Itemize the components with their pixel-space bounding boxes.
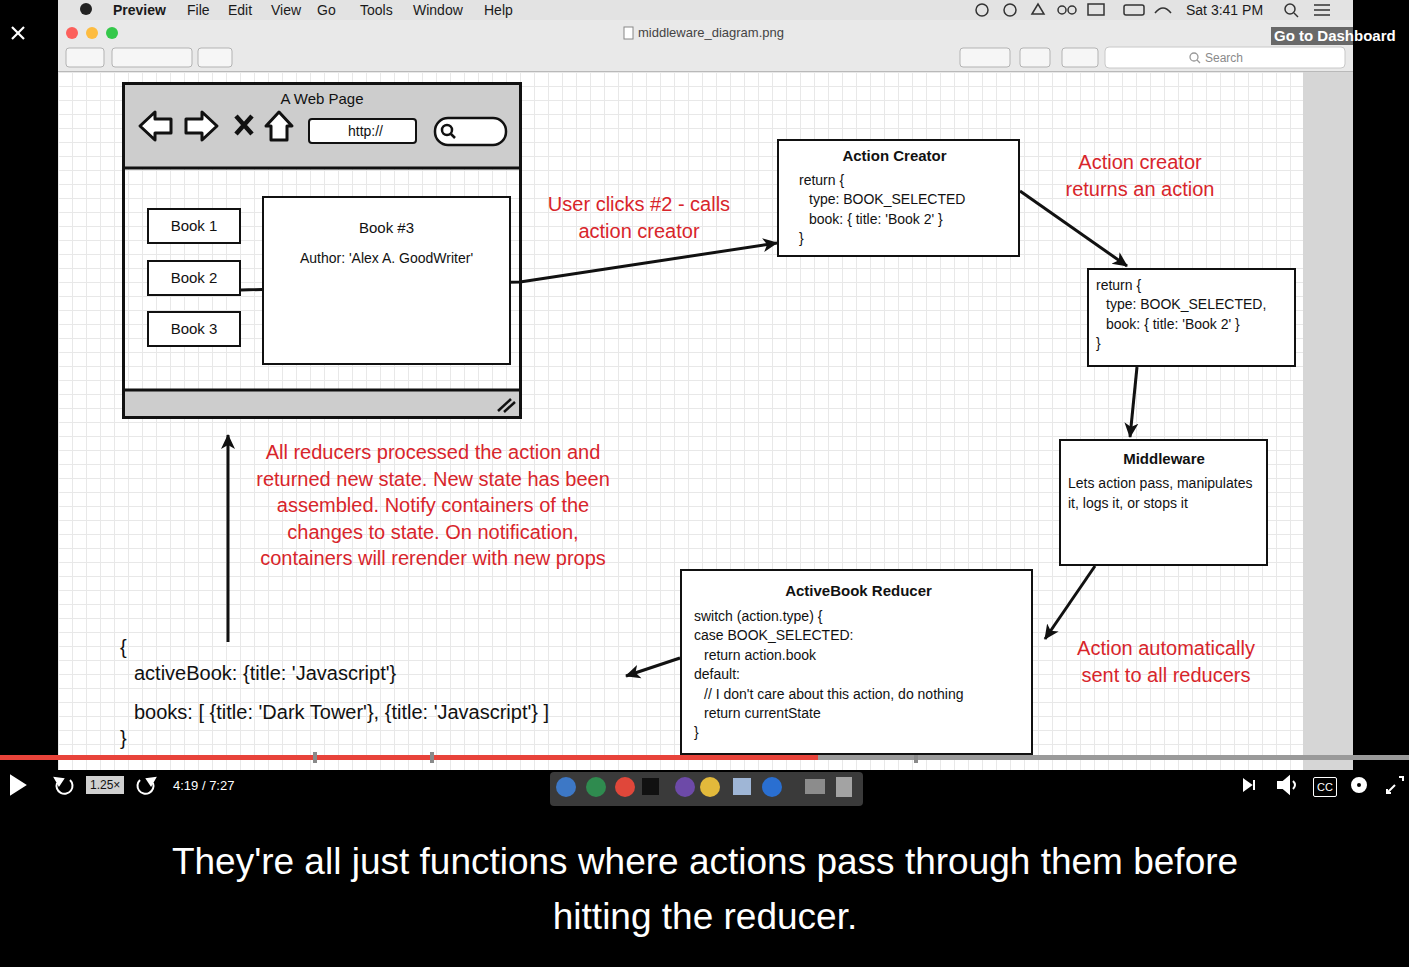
traffic-lights [66,27,118,39]
book-label: Book 2 [149,262,239,293]
app-menu: Preview [113,1,166,19]
code-line: } [1096,334,1288,353]
annotation-note: Action automatically sent to all reducer… [1060,635,1272,688]
box-body: Lets action pass, manipulates it, logs i… [1068,474,1260,513]
menu-item: File [187,1,210,19]
book-button: Book 3 [147,311,241,347]
window-title: A Web Page [125,89,519,109]
code-line: switch (action.type) { [694,607,1023,626]
flow-arrow [1130,367,1137,437]
clock: Sat 3:41 PM [1186,1,1263,19]
menu-item: Tools [360,1,393,19]
menu-item: Window [413,1,463,19]
code-line: book: { title: 'Book 2' } [1096,315,1288,334]
box-title: ActiveBook Reducer [694,581,1023,601]
flow-arrow [626,658,680,676]
close-icon [12,27,24,39]
video-caption: They're all just functions where actions… [150,834,1260,944]
code-line: book: { title: 'Book 2' } [799,210,1010,229]
reducer-box: ActiveBook Reducer switch (action.type) {… [680,569,1033,755]
resize-grip [498,399,515,412]
player-controls [11,776,1403,794]
toolbar-buttons [66,47,1345,68]
annotation-note: Action creator returns an action [1050,149,1230,202]
code-line: // I don't care about this action, do no… [694,685,1023,704]
menu-item: View [271,1,301,19]
state-line: books: [ {title: 'Dark Tower'}, {title: … [120,699,622,725]
browser-footer [123,390,521,418]
window-margin [1303,72,1353,770]
book-label: Book 3 [149,313,239,344]
code-line: default: [694,665,1023,684]
time-display: 4:19 / 7:27 [173,777,234,795]
code-line: type: BOOK_SELECTED [799,190,1010,209]
flow-arrow [227,435,230,642]
code-line: return { [1096,276,1288,295]
flow-arrow [1045,566,1095,639]
annotation-note: User clicks #2 - calls action creator [519,191,759,244]
flow-arrow [1020,191,1127,266]
book-label: Book 1 [149,210,239,241]
book-button: Book 2 [147,260,241,296]
menu-item: Go [317,1,336,19]
action-object-box: return {type: BOOK_SELECTED,book: { titl… [1087,268,1296,367]
author-line: Author: 'Alex A. GoodWriter' [264,248,509,268]
code-line: return currentState [694,704,1023,723]
code-line: case BOOK_SELECTED: [694,626,1023,645]
state-line: activeBook: {title: 'Javascript'} [120,660,622,686]
book-button: Book 1 [147,208,241,244]
apple-logo [80,3,92,15]
nav-icons [140,112,292,140]
search-placeholder: Search [1205,49,1243,67]
state-brace: { [120,634,622,660]
menu-item: Help [484,1,513,19]
footer-rule [122,389,521,392]
code-line: return { [799,171,1010,190]
menu-item: Edit [228,1,252,19]
box-title: Middleware [1068,449,1260,469]
cc-button: CC [1313,777,1337,797]
browser-header [123,83,521,168]
box-title: Action Creator [779,146,1010,166]
dock [550,772,863,806]
code-line: } [799,229,1010,248]
code-line: return action.book [694,646,1023,665]
state-object: {activeBook: {title: 'Javascript'} books:… [115,634,622,752]
code-line: type: BOOK_SELECTED, [1096,295,1288,314]
url-field: http:// [308,118,417,144]
book-heading: Book #3 [264,217,509,239]
status-icons [976,4,1330,17]
browser-window: A Web Page http:// Book 1 Book 2 Book 3 Book … [122,82,522,419]
header-rule [122,167,521,170]
dashboard-link: Go to Dashboard [1271,27,1399,45]
code-line: } [694,723,1023,742]
url-text: http:// [316,120,415,142]
middleware-box: MiddlewareLets action pass, manipulates … [1059,439,1268,566]
detail-panel: Book #3 Author: 'Alex A. GoodWriter' [262,196,511,365]
doc-icon [624,27,633,39]
annotation-note: All reducers processed the action and re… [250,439,616,572]
action-creator-box: Action Creator return {type: BOOK_SELECTE… [777,139,1020,257]
search-glyph [1190,53,1200,63]
window-title: middleware_diagram.png [638,24,784,42]
speed-button: 1.25× [86,776,124,794]
state-brace: } [120,725,622,751]
search-pill [435,118,506,145]
